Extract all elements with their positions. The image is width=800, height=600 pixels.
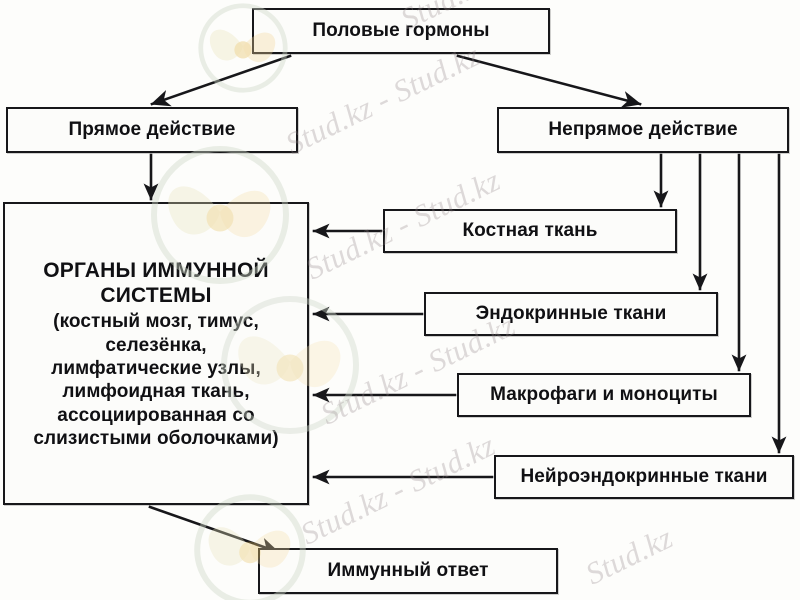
- node-label: Непрямое действие: [548, 119, 738, 141]
- edge-top-to-indirect: [456, 54, 642, 108]
- node-organs-line: ассоциированная со: [57, 404, 255, 426]
- node-label: Эндокринные ткани: [475, 303, 667, 325]
- node-organs-line: слизистыми оболочками): [33, 427, 279, 449]
- node-organs-title-line1: ОРГАНЫ ИММУННОЙ: [43, 258, 269, 282]
- node-organs-line: (костный мозг, тимус,: [53, 311, 259, 333]
- node-organs-line: лимфоидная ткань,: [62, 381, 250, 403]
- node-macrophages-monocytes: Макрофаги и моноциты: [457, 373, 751, 417]
- node-immune-system-organs: ОРГАНЫ ИММУННОЙ СИСТЕМЫ (костный мозг, т…: [3, 202, 309, 505]
- node-indirect-action: Непрямое действие: [497, 107, 789, 153]
- node-label: Макрофаги и моноциты: [490, 384, 718, 406]
- node-bone-tissue: Костная ткань: [383, 209, 677, 253]
- node-immune-response: Иммунный ответ: [258, 548, 558, 594]
- node-direct-action: Прямое действие: [6, 107, 298, 153]
- edge-organs-to-answer: [148, 505, 280, 555]
- node-organs-title-line2: СИСТЕМЫ: [100, 284, 212, 308]
- node-endocrine-tissues: Эндокринные ткани: [424, 292, 718, 336]
- node-neuroendocrine-tissues: Нейроэндокринные ткани: [494, 455, 794, 499]
- node-label: Нейроэндокринные ткани: [520, 466, 768, 488]
- edge-top-to-direct: [150, 54, 292, 107]
- node-organs-line: лимфатические узлы,: [51, 357, 261, 379]
- node-sex-hormones: Половые гормоны: [252, 8, 550, 54]
- node-organs-body: ОРГАНЫ ИММУННОЙ СИСТЕМЫ (костный мозг, т…: [5, 255, 307, 453]
- node-label: Костная ткань: [462, 220, 598, 242]
- node-label: Прямое действие: [68, 119, 236, 141]
- node-label: Половые гормоны: [312, 20, 490, 42]
- node-organs-line: селезёнка,: [105, 334, 207, 356]
- node-label: Иммунный ответ: [327, 560, 489, 582]
